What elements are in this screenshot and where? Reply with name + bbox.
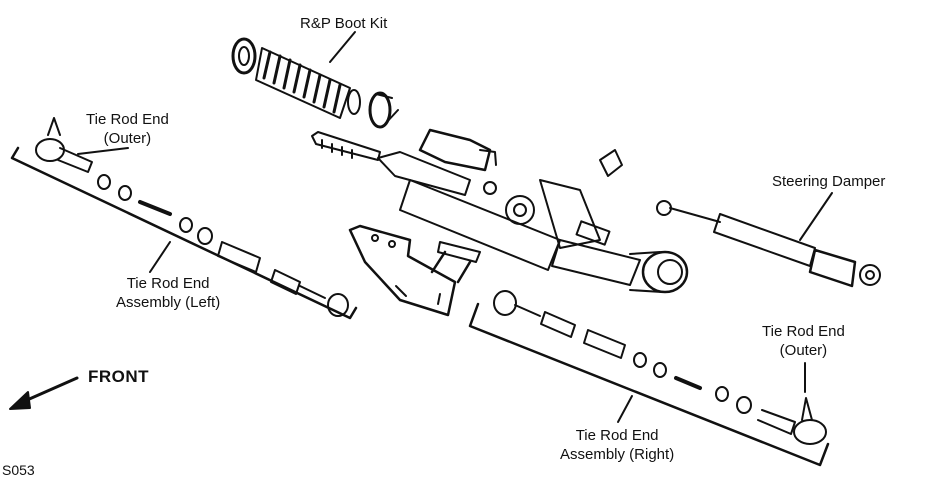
label-line: (Outer) bbox=[103, 130, 152, 147]
label-line: Tie Rod End bbox=[762, 323, 845, 340]
steering-damper-part bbox=[656, 200, 881, 288]
boot-kit-part bbox=[231, 37, 399, 129]
label-line: Assembly (Right) bbox=[560, 446, 675, 463]
tie-rod-assembly-right bbox=[468, 290, 830, 467]
label-line: Assembly (Left) bbox=[116, 294, 221, 311]
tie-rod-assembly-right-leader bbox=[617, 395, 633, 423]
tie-rod-assembly-left-label: Tie Rod End Assembly (Left) bbox=[116, 274, 220, 312]
damper-leader bbox=[799, 192, 833, 241]
tie-rod-assembly-left bbox=[10, 117, 358, 320]
boot-kit-leader bbox=[329, 31, 356, 63]
rack-and-pinion bbox=[311, 128, 689, 294]
label-line: Tie Rod End bbox=[126, 275, 210, 292]
figure-code: S053 bbox=[2, 462, 35, 478]
label-line: Tie Rod End bbox=[86, 111, 169, 128]
mounting-bracket bbox=[348, 224, 481, 317]
boot-kit-label: R&P Boot Kit bbox=[300, 15, 388, 32]
arrow-down-left-icon bbox=[9, 376, 79, 410]
front-direction-label: FRONT bbox=[88, 367, 150, 386]
steering-damper-label: Steering Damper bbox=[772, 173, 886, 190]
tie-rod-end-outer-right-label: Tie Rod End (Outer) bbox=[762, 322, 845, 360]
tie-rod-assembly-left-leader bbox=[149, 241, 171, 273]
tie-rod-end-outer-left-leader bbox=[77, 147, 129, 155]
tie-rod-end-outer-left-label: Tie Rod End (Outer) bbox=[86, 110, 169, 148]
label-line: Tie Rod End bbox=[575, 427, 659, 444]
label-line: (Outer) bbox=[779, 342, 828, 359]
tie-rod-assembly-right-label: Tie Rod End Assembly (Right) bbox=[560, 426, 674, 464]
